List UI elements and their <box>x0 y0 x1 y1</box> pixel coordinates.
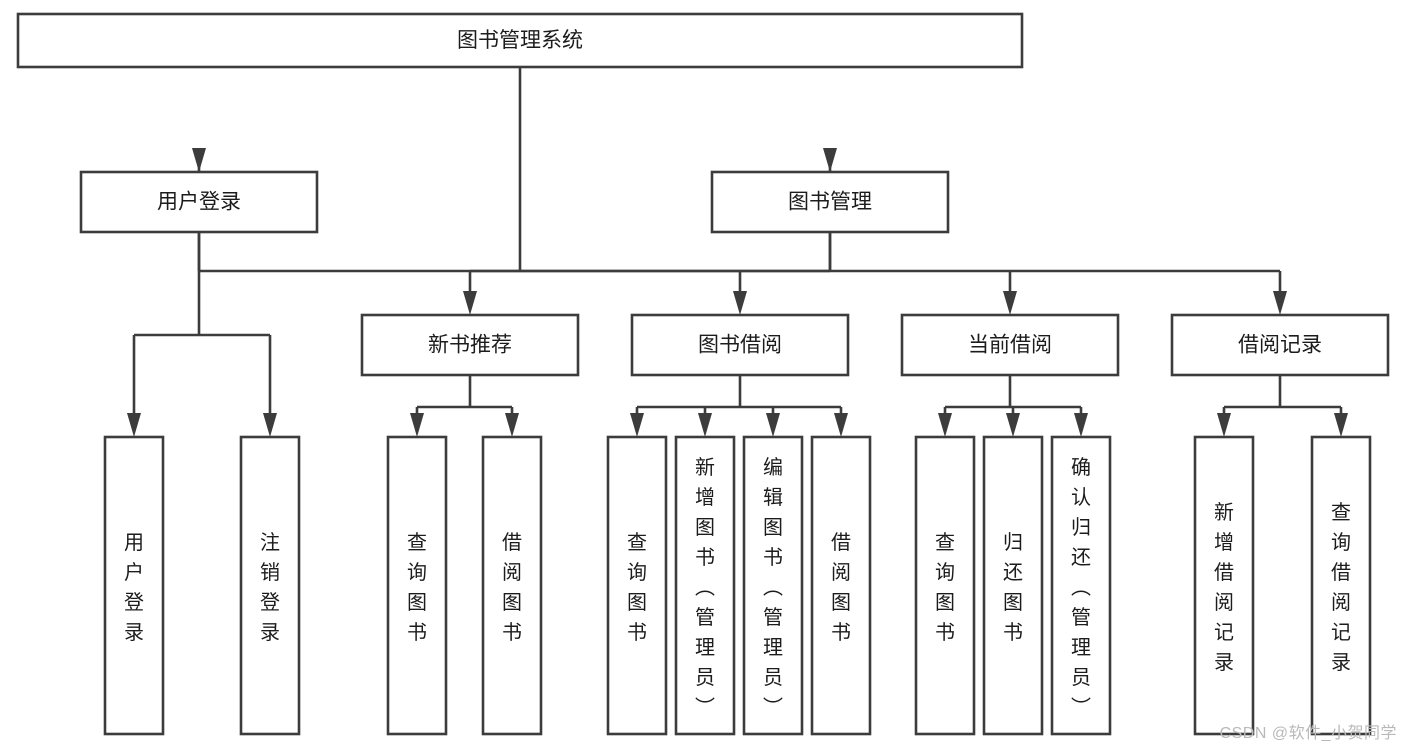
node-level3-2-rect[interactable] <box>900 313 1120 377</box>
node-leaf-10-label: 确认归还︵管理员︶ <box>1071 456 1091 719</box>
node-leaf-0-rect[interactable] <box>103 435 165 736</box>
node-level3-1-label: 图书借阅 <box>698 334 782 357</box>
edge-book-mgmt-arrowhead-0 <box>463 291 477 315</box>
node-level3-0-rect[interactable] <box>360 313 580 377</box>
edge-user-login-arrowhead-1 <box>263 413 277 437</box>
node-leaf-10[interactable]: 确认归还︵管理员︶ <box>1050 435 1112 736</box>
node-layer: 图书管理系统用户登录图书管理新书推荐图书借阅当前借阅借阅记录用户登录注销登录查询… <box>16 12 1390 736</box>
node-leaf-12[interactable]: 查询借阅记录 <box>1310 435 1372 736</box>
node-level3-3-rect[interactable] <box>1170 313 1390 377</box>
node-leaf-8-rect[interactable] <box>914 435 976 736</box>
edge-root-arrowhead-0 <box>192 148 206 172</box>
node-level2-0-rect[interactable] <box>79 170 319 234</box>
edge-borrow-arrowhead-2 <box>766 413 780 437</box>
edge-new-book-arrowhead-1 <box>505 413 519 437</box>
node-level2-0[interactable]: 用户登录 <box>79 170 319 234</box>
node-leaf-12-rect[interactable] <box>1310 435 1372 736</box>
watermark-label: CSDN @软件_小贺同学 <box>1219 725 1397 742</box>
node-leaf-0-label: 用户登录 <box>124 532 144 644</box>
node-leaf-5-label: 新增图书︵管理员︶ <box>695 456 715 719</box>
edge-borrow-arrowhead-3 <box>834 413 848 437</box>
node-leaf-3-label: 借阅图书 <box>502 531 522 644</box>
node-level3-2-label: 当前借阅 <box>968 334 1052 357</box>
node-level3-3-label: 借阅记录 <box>1238 334 1322 357</box>
node-leaf-6-label: 编辑图书︵管理员︶ <box>763 456 783 719</box>
node-root-rect[interactable] <box>16 12 1024 69</box>
node-leaf-7-label: 借阅图书 <box>831 531 851 644</box>
node-leaf-8[interactable]: 查询图书 <box>914 435 976 736</box>
edge-book-mgmt-arrowhead-1 <box>733 291 747 315</box>
node-leaf-6-rect[interactable] <box>742 435 804 736</box>
node-leaf-2-rect[interactable] <box>386 435 448 736</box>
node-level2-1[interactable]: 图书管理 <box>710 170 950 234</box>
node-leaf-6[interactable]: 编辑图书︵管理员︶ <box>742 435 804 736</box>
node-level2-1-rect[interactable] <box>710 170 950 234</box>
edge-record-arrowhead-1 <box>1334 413 1348 437</box>
node-root-label: 图书管理系统 <box>457 29 583 52</box>
node-leaf-11-label: 新增借阅记录 <box>1214 501 1234 674</box>
edge-borrow-arrowhead-1 <box>698 413 712 437</box>
node-level3-1[interactable]: 图书借阅 <box>630 313 850 377</box>
node-leaf-7[interactable]: 借阅图书 <box>810 435 872 736</box>
node-level3-2[interactable]: 当前借阅 <box>900 313 1120 377</box>
node-leaf-4-label: 查询图书 <box>627 531 647 644</box>
node-level2-0-label: 用户登录 <box>157 191 241 214</box>
edge-book-mgmt-arrowhead-2 <box>1003 291 1017 315</box>
node-leaf-8-label: 查询图书 <box>935 531 955 644</box>
connector-layer <box>127 67 1348 437</box>
edge-current-arrowhead-2 <box>1074 413 1088 437</box>
node-leaf-4-rect[interactable] <box>606 435 668 736</box>
node-leaf-10-rect[interactable] <box>1050 435 1112 736</box>
edge-record-arrowhead-0 <box>1217 413 1231 437</box>
node-leaf-9-rect[interactable] <box>982 435 1044 736</box>
node-leaf-11[interactable]: 新增借阅记录 <box>1193 435 1255 736</box>
edge-borrow-arrowhead-0 <box>630 413 644 437</box>
node-level3-3[interactable]: 借阅记录 <box>1170 313 1390 377</box>
node-leaf-1[interactable]: 注销登录 <box>239 435 301 736</box>
node-leaf-9-label: 归还图书 <box>1003 531 1023 644</box>
node-level2-1-label: 图书管理 <box>788 191 872 214</box>
edge-current-arrowhead-1 <box>1006 413 1020 437</box>
node-leaf-9[interactable]: 归还图书 <box>982 435 1044 736</box>
edge-root-arrowhead-1 <box>823 148 837 172</box>
node-leaf-7-rect[interactable] <box>810 435 872 736</box>
node-leaf-3-rect[interactable] <box>481 435 543 736</box>
node-leaf-5[interactable]: 新增图书︵管理员︶ <box>674 435 736 736</box>
node-level3-0-label: 新书推荐 <box>428 334 512 357</box>
node-leaf-12-label: 查询借阅记录 <box>1331 501 1351 674</box>
edge-book-mgmt-arrowhead-3 <box>1273 291 1287 315</box>
node-leaf-11-rect[interactable] <box>1193 435 1255 736</box>
node-leaf-5-rect[interactable] <box>674 435 736 736</box>
edge-user-login-arrowhead-0 <box>127 413 141 437</box>
node-leaf-2[interactable]: 查询图书 <box>386 435 448 736</box>
node-leaf-4[interactable]: 查询图书 <box>606 435 668 736</box>
node-leaf-2-label: 查询图书 <box>407 531 427 644</box>
node-root[interactable]: 图书管理系统 <box>16 12 1024 69</box>
node-level3-1-rect[interactable] <box>630 313 850 377</box>
node-leaf-3[interactable]: 借阅图书 <box>481 435 543 736</box>
node-leaf-1-rect[interactable] <box>239 435 301 736</box>
node-leaf-0[interactable]: 用户登录 <box>103 435 165 736</box>
edge-new-book-arrowhead-0 <box>410 413 424 437</box>
node-leaf-1-label: 注销登录 <box>260 531 280 644</box>
node-level3-0[interactable]: 新书推荐 <box>360 313 580 377</box>
edge-current-arrowhead-0 <box>938 413 952 437</box>
